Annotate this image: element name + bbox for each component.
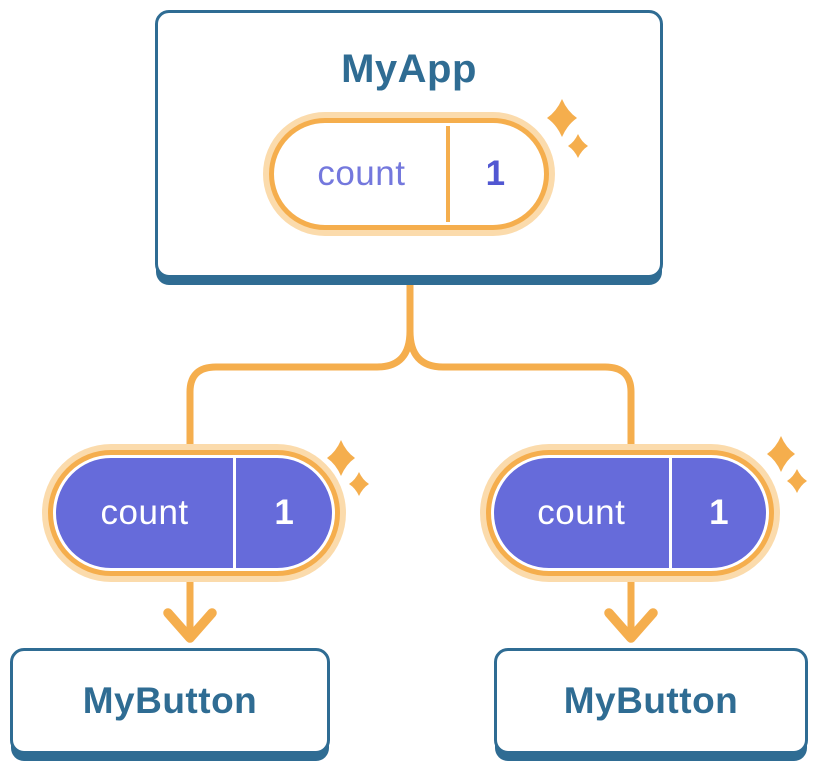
state-value-label: 1	[274, 493, 294, 532]
branch-right-line	[406, 272, 635, 470]
sparkle-icon	[787, 469, 807, 493]
pill-divider	[445, 126, 450, 222]
node-myapp-title: MyApp	[341, 47, 477, 91]
state-value-cell: 1	[236, 458, 332, 568]
node-myapp: MyApp count 1	[155, 10, 663, 278]
state-pill-left: count 1	[42, 444, 346, 582]
state-name-label: count	[317, 154, 406, 193]
state-name-cell: count	[277, 126, 446, 222]
state-name-label: count	[537, 493, 626, 532]
state-value-cell: 1	[672, 458, 766, 568]
state-name-cell: count	[494, 458, 669, 568]
state-pill-frame: count 1	[48, 450, 340, 576]
state-pill-frame: count 1	[486, 450, 774, 576]
sparkle-icon	[349, 472, 369, 496]
pill-divider	[233, 458, 237, 568]
state-pill-core: count 1	[56, 458, 332, 568]
pill-divider	[668, 458, 672, 568]
state-name-label: count	[100, 493, 189, 532]
state-pill-frame: count 1	[269, 118, 549, 230]
node-mybutton-right: MyButton	[494, 648, 808, 754]
state-pill-right: count 1	[480, 444, 780, 582]
arrow-down-icon	[604, 608, 658, 643]
state-name-cell: count	[56, 458, 233, 568]
state-value-label: 1	[485, 154, 506, 193]
arrow-down-icon	[163, 608, 217, 643]
state-pill-root: count 1	[263, 112, 555, 236]
state-value-label: 1	[709, 493, 729, 532]
node-mybutton-title: MyButton	[563, 680, 739, 721]
state-pill-core: count 1	[494, 458, 766, 568]
node-mybutton-title: MyButton	[82, 680, 258, 721]
branch-left-line	[186, 272, 414, 470]
node-mybutton-left: MyButton	[10, 648, 330, 754]
sparkle-icon	[767, 436, 795, 472]
state-pill-core: count 1	[277, 126, 541, 222]
state-value-cell: 1	[450, 126, 541, 222]
